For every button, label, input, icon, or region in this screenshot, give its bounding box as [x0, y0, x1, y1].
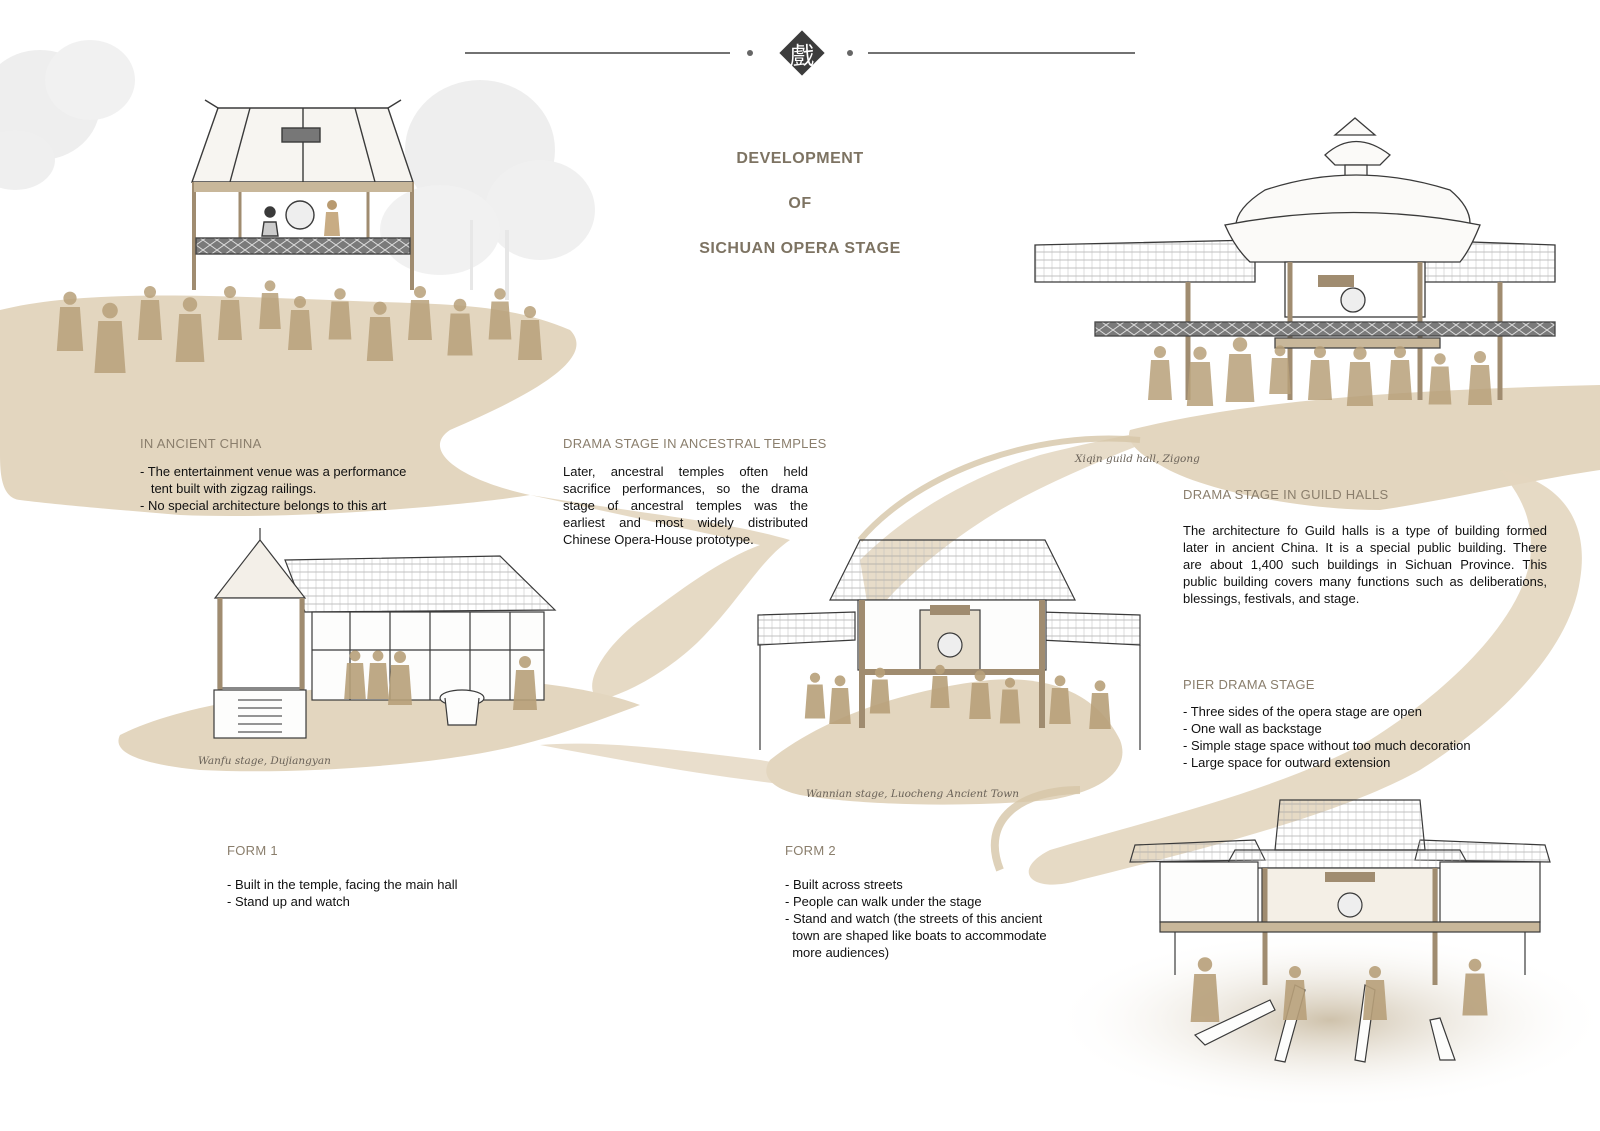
form2-line: more audiences): [785, 945, 890, 960]
person-figure: [488, 288, 512, 340]
pier-line: - One wall as backstage: [1183, 721, 1322, 736]
form2-line: - Stand and watch (the streets of this a…: [785, 911, 1043, 926]
guild-halls-text: The architecture fo Guild halls is a typ…: [1183, 522, 1547, 607]
caption-wannian: Wannian stage, Luocheng Ancient Town: [806, 788, 1019, 800]
guild-halls-line: public building covers many functions su…: [1183, 574, 1547, 589]
ancestral-temples-line: Later, ancestral temples often held: [563, 464, 808, 479]
form1-heading: FORM 1: [227, 843, 278, 858]
guild-halls-heading: DRAMA STAGE IN GUILD HALLS: [1183, 487, 1389, 502]
person-figure: [366, 301, 394, 361]
tree-left: [0, 40, 135, 190]
title-line-2: OF: [788, 195, 812, 212]
caption-xiqin: Xiqin guild hall, Zigong: [1075, 453, 1200, 465]
person-figure: [175, 297, 205, 362]
person-figure: [56, 291, 84, 351]
person-figure: [94, 302, 126, 373]
person-figure: [288, 296, 312, 350]
pier-heading: PIER DRAMA STAGE: [1183, 677, 1315, 692]
person-figure: [1049, 675, 1071, 724]
guild-halls-line: are about 1,400 such buildings in Sichua…: [1183, 557, 1547, 572]
seal-character: 戲: [790, 41, 814, 70]
form1-line: - Built in the temple, facing the main h…: [227, 877, 458, 892]
title-line-1: DEVELOPMENT: [736, 150, 864, 167]
person-figure: [1269, 345, 1291, 394]
person-figure: [388, 651, 412, 705]
header-seal: 戲: [780, 31, 824, 75]
person-figure: [1428, 353, 1452, 405]
guild-hall-drawing: [1034, 117, 1556, 400]
person-figure: [930, 664, 950, 708]
person-figure: [1388, 346, 1412, 400]
form2-line: - Built across streets: [785, 877, 903, 892]
person-figure: [869, 667, 891, 714]
person-figure: [447, 298, 473, 356]
person-figure: [138, 286, 162, 340]
person-figure: [999, 677, 1021, 724]
person-figure: [513, 656, 537, 710]
ancient-china-heading: IN ANCIENT CHINA: [140, 436, 262, 451]
form1-line: - Stand up and watch: [227, 894, 350, 909]
crowd-guild: [1148, 337, 1492, 406]
person-figure: [1186, 346, 1214, 406]
person-figure: [1283, 966, 1307, 1020]
performance-tent-drawing: [191, 99, 414, 290]
water-mist: [1050, 930, 1600, 1110]
ancestral-temples-line: sacrifice performances, so the drama: [563, 481, 808, 496]
pier-line: - Large space for outward extension: [1183, 755, 1391, 770]
person-figure: [1346, 346, 1374, 406]
person-figure: [367, 650, 389, 699]
person-figure: [518, 306, 542, 360]
ancestral-temples-line: Chinese Opera-House prototype.: [563, 532, 754, 547]
person-figure: [218, 286, 242, 340]
crowd-wanfu: [344, 650, 537, 710]
crowd-wannian: [804, 664, 1111, 729]
ancestral-temples-line: earliest and most widely distributed: [563, 515, 808, 530]
guild-halls-line: later in ancient China. It is a special …: [1183, 540, 1547, 555]
person-figure: [1308, 346, 1332, 400]
person-figure: [328, 288, 352, 340]
form2-heading: FORM 2: [785, 843, 836, 858]
pier-line: - Three sides of the opera stage are ope…: [1183, 704, 1422, 719]
ancestral-temples-text: Later, ancestral temples often held sacr…: [563, 463, 808, 548]
person-figure: [1190, 957, 1220, 1022]
form1-text: - Built in the temple, facing the main h…: [227, 876, 458, 910]
ancient-china-text: - The entertainment venue was a performa…: [140, 463, 406, 514]
ancestral-temples-heading: DRAMA STAGE IN ANCESTRAL TEMPLES: [563, 436, 827, 451]
pier-stage-drawing: [1129, 799, 1551, 1063]
person-figure: [1148, 346, 1172, 400]
person-figure: [969, 670, 991, 719]
person-figure: [408, 286, 432, 340]
form2-line: - People can walk under the stage: [785, 894, 982, 909]
pier-text: - Three sides of the opera stage are ope…: [1183, 703, 1471, 771]
wannian-stage-drawing: [757, 539, 1141, 750]
person-figure: [804, 672, 826, 719]
title-line-3: SICHUAN OPERA STAGE: [699, 240, 901, 257]
crowd-ancient: [56, 280, 542, 373]
ancient-china-line: - No special architecture belongs to thi…: [140, 498, 387, 513]
person-figure: [1363, 966, 1387, 1020]
ancient-china-line: tent built with zigzag railings.: [140, 481, 317, 496]
person-figure: [1468, 351, 1492, 405]
person-figure: [259, 280, 281, 329]
guild-halls-line: The architecture fo Guild halls is a typ…: [1183, 523, 1547, 538]
person-figure: [1462, 958, 1488, 1016]
caption-wanfu: Wanfu stage, Dujiangyan: [198, 755, 331, 767]
crowd-pier: [1190, 957, 1488, 1022]
pier-line: - Simple stage space without too much de…: [1183, 738, 1471, 753]
ancestral-temples-line: stage of ancestral temples was the: [563, 498, 808, 513]
person-figure: [1225, 337, 1255, 402]
person-figure: [1089, 680, 1111, 729]
guild-halls-line: blessings, festivals, and stage.: [1183, 591, 1360, 606]
person-figure: [344, 650, 366, 699]
person-figure: [829, 675, 851, 724]
ancient-china-line: - The entertainment venue was a performa…: [140, 464, 407, 479]
form2-text: - Built across streets - People can walk…: [785, 876, 1047, 961]
form2-line: town are shaped like boats to accommodat…: [785, 928, 1047, 943]
